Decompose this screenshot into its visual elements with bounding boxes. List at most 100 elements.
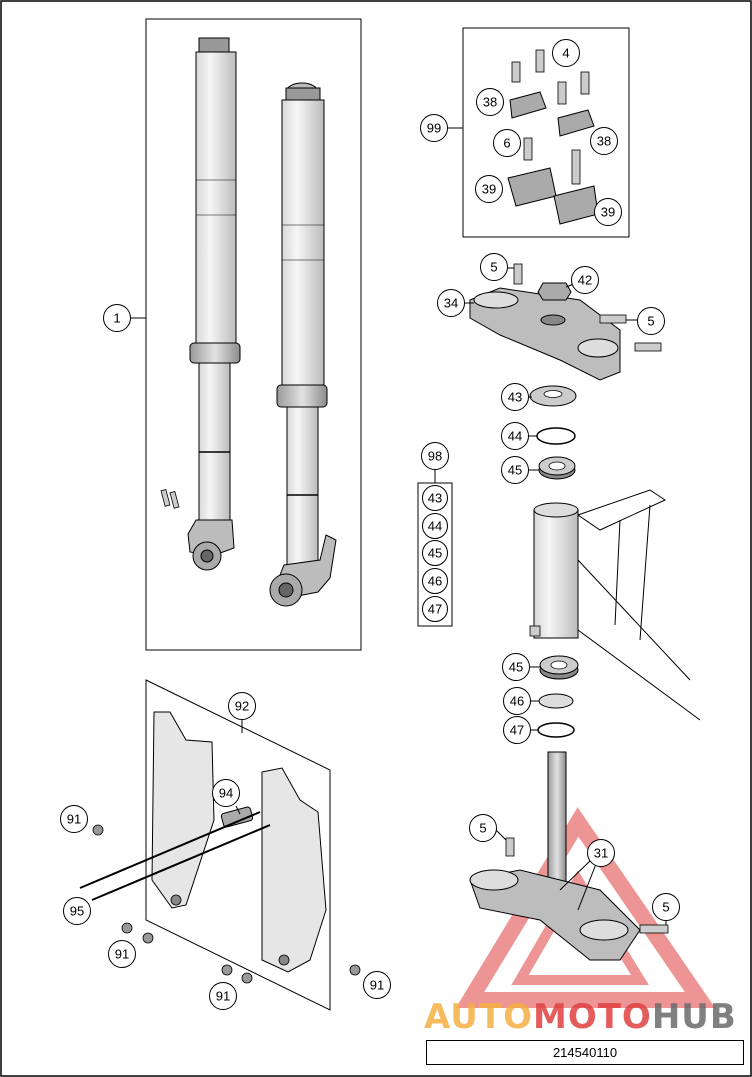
seal-46: [538, 693, 574, 709]
svg-text:39: 39: [482, 182, 496, 197]
callout-99: 99: [420, 114, 448, 142]
clamp-kit-screws: [511, 49, 590, 185]
callout-39-left: 39: [475, 175, 503, 203]
callout-92: 92: [228, 692, 256, 720]
fork-leg-left[interactable]: [187, 37, 241, 571]
svg-text:46: 46: [510, 694, 524, 709]
svg-text:45: 45: [508, 463, 522, 478]
callout-39-right: 39: [594, 198, 622, 226]
svg-text:5: 5: [479, 821, 486, 836]
svg-text:6: 6: [503, 136, 510, 151]
callout-46: 46: [503, 687, 531, 715]
handlebar-clamp-shapes: [507, 91, 599, 225]
small-screws-91: [92, 824, 361, 984]
svg-text:5: 5: [490, 260, 497, 275]
svg-text:44: 44: [428, 519, 442, 534]
svg-text:44: 44: [508, 429, 522, 444]
svg-text:91: 91: [216, 989, 230, 1004]
svg-text:91: 91: [370, 978, 384, 993]
svg-text:39: 39: [601, 205, 615, 220]
top-triple-clamp[interactable]: [469, 287, 621, 381]
bearing-45-upper: [538, 456, 576, 480]
watermark-text: AUTOMOTOHUB: [424, 997, 737, 1037]
kit98-item-44: 44: [422, 513, 448, 539]
callout-95: 95: [63, 897, 91, 925]
callout-1: 1: [103, 304, 131, 332]
clamp-kit-box: [462, 27, 630, 238]
svg-text:38: 38: [597, 134, 611, 149]
callout-91-c: 91: [209, 982, 237, 1010]
callout-91-a: 91: [60, 805, 88, 833]
svg-text:91: 91: [67, 812, 81, 827]
callout-5-stem-right: 5: [652, 893, 680, 921]
svg-text:38: 38: [483, 95, 497, 110]
callout-4: 4: [552, 39, 580, 67]
watermark-part-moto: MOTO: [533, 997, 652, 1037]
callout-31: 31: [587, 839, 615, 867]
callout-38-left: 38: [476, 88, 504, 116]
callout-38-right: 38: [590, 127, 618, 155]
callout-44: 44: [501, 422, 529, 450]
kit98-item-43: 43: [422, 485, 448, 511]
fork-leg-right[interactable]: [269, 82, 337, 607]
long-bolt-b: [91, 824, 271, 901]
kit98-item-47: 47: [422, 596, 448, 622]
svg-text:5: 5: [662, 900, 669, 915]
svg-text:99: 99: [427, 121, 441, 136]
callout-42: 42: [571, 266, 599, 294]
svg-text:1: 1: [113, 311, 120, 326]
side-screw-a: [599, 314, 627, 324]
svg-text:45: 45: [428, 546, 442, 561]
callout-5-top: 5: [480, 253, 508, 281]
svg-text:94: 94: [219, 786, 233, 801]
svg-text:31: 31: [594, 846, 608, 861]
stem-nut: [537, 282, 572, 301]
top-screw-5: [513, 263, 523, 285]
watermark-part-auto: AUTO: [424, 997, 533, 1037]
seal-ring-44: [536, 427, 576, 445]
svg-text:42: 42: [578, 273, 592, 288]
callout-43: 43: [501, 383, 529, 411]
callout-45-upper: 45: [501, 456, 529, 484]
svg-text:92: 92: [235, 699, 249, 714]
svg-text:4: 4: [562, 46, 569, 61]
callout-91-d: 91: [363, 971, 391, 999]
callout-47: 47: [503, 716, 531, 744]
bearing-45-lower: [539, 655, 579, 680]
side-screw-b: [634, 342, 662, 352]
kit98-item-46: 46: [422, 568, 448, 594]
svg-text:47: 47: [510, 723, 524, 738]
svg-text:46: 46: [428, 574, 442, 589]
stem-screw-right: [639, 924, 669, 934]
fork-protector-panel: [145, 679, 331, 1011]
svg-text:5: 5: [647, 314, 654, 329]
callout-6: 6: [493, 129, 521, 157]
fork-assembly-box: [145, 18, 362, 651]
steering-stem[interactable]: [469, 751, 641, 961]
svg-text:43: 43: [428, 491, 442, 506]
fork-protector-left[interactable]: [151, 711, 215, 909]
bleed-screws: [160, 489, 180, 509]
svg-text:47: 47: [428, 602, 442, 617]
fork-protector-right[interactable]: [261, 767, 327, 973]
callout-45-lower: 45: [502, 653, 530, 681]
svg-text:34: 34: [444, 296, 458, 311]
kit98-item-45: 45: [422, 540, 448, 566]
callout-94: 94: [212, 779, 240, 807]
oring-47: [537, 722, 575, 738]
diagram-code: 214540110: [426, 1040, 744, 1065]
frame-head-tube: [529, 489, 701, 721]
long-bolt-a: [79, 811, 261, 889]
svg-text:95: 95: [70, 904, 84, 919]
callout-98: 98: [421, 442, 449, 470]
callout-5-stem-left: 5: [469, 814, 497, 842]
svg-text:91: 91: [115, 947, 129, 962]
svg-text:98: 98: [428, 449, 442, 464]
callout-34: 34: [437, 289, 465, 317]
stem-screw-left: [505, 837, 515, 857]
callout-5-side: 5: [637, 307, 665, 335]
svg-text:43: 43: [508, 390, 522, 405]
svg-text:45: 45: [509, 660, 523, 675]
